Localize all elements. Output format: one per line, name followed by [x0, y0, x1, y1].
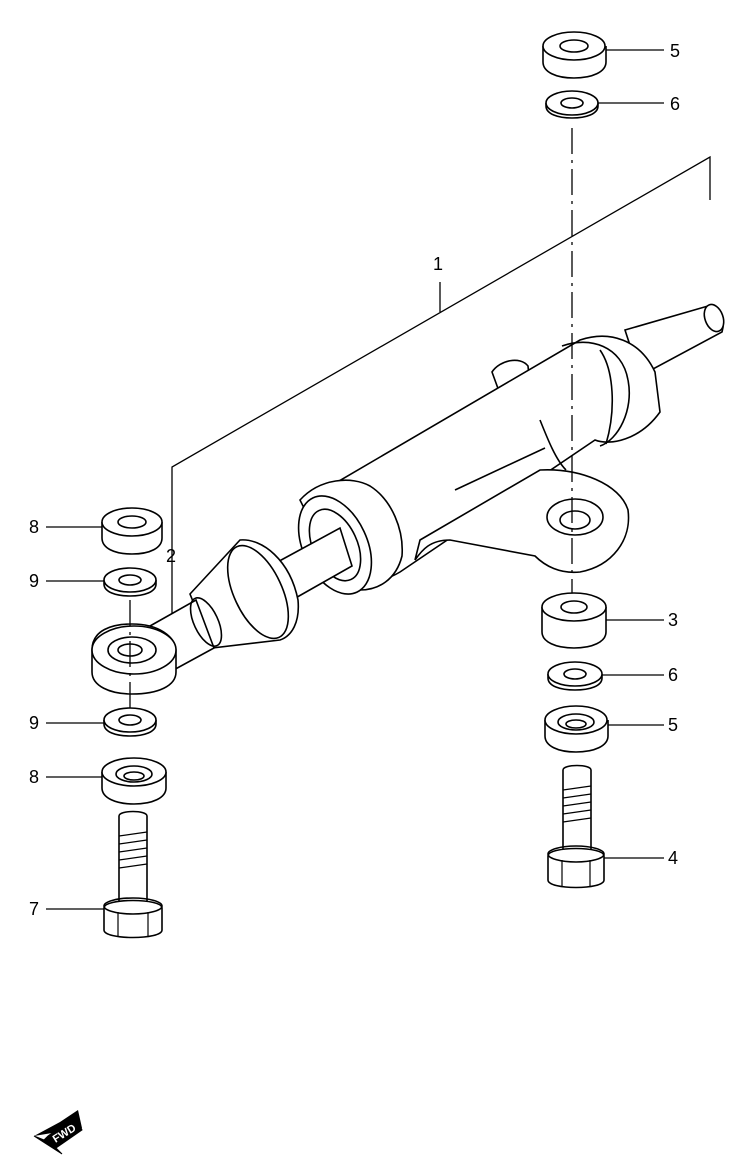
bushing-3	[541, 592, 607, 649]
fwd-arrow-icon: FWD	[33, 1110, 83, 1155]
washer-8-top	[101, 507, 163, 555]
washer-8-bottom	[101, 757, 167, 805]
assembly-bracket-line	[171, 155, 711, 620]
callout-4: 4	[668, 848, 678, 868]
washer-6-top	[545, 90, 599, 119]
washer-6-bottom	[547, 661, 603, 691]
washer-9-bottom	[103, 707, 157, 737]
callout-1: 1	[433, 254, 443, 274]
bolt-7	[103, 810, 163, 939]
bolt-4	[547, 764, 605, 889]
callout-6-top: 6	[670, 94, 680, 114]
callout-5-top: 5	[670, 41, 680, 61]
callout-9-bottom: 9	[29, 713, 39, 733]
callout-5-bottom: 5	[668, 715, 678, 735]
callout-7: 7	[29, 899, 39, 919]
callout-8-bottom: 8	[29, 767, 39, 787]
leader-lines	[46, 49, 664, 910]
washer-5-bottom	[544, 705, 609, 753]
rod-end-eye	[91, 623, 177, 695]
washer-9-top	[103, 567, 157, 597]
callout-6-bottom: 6	[668, 665, 678, 685]
callout-8-top: 8	[29, 517, 39, 537]
washer-5-top	[542, 31, 607, 79]
callout-2: 2	[166, 546, 176, 566]
callout-3: 3	[668, 610, 678, 630]
callout-9-top: 9	[29, 571, 39, 591]
steering-damper-body	[148, 303, 725, 674]
